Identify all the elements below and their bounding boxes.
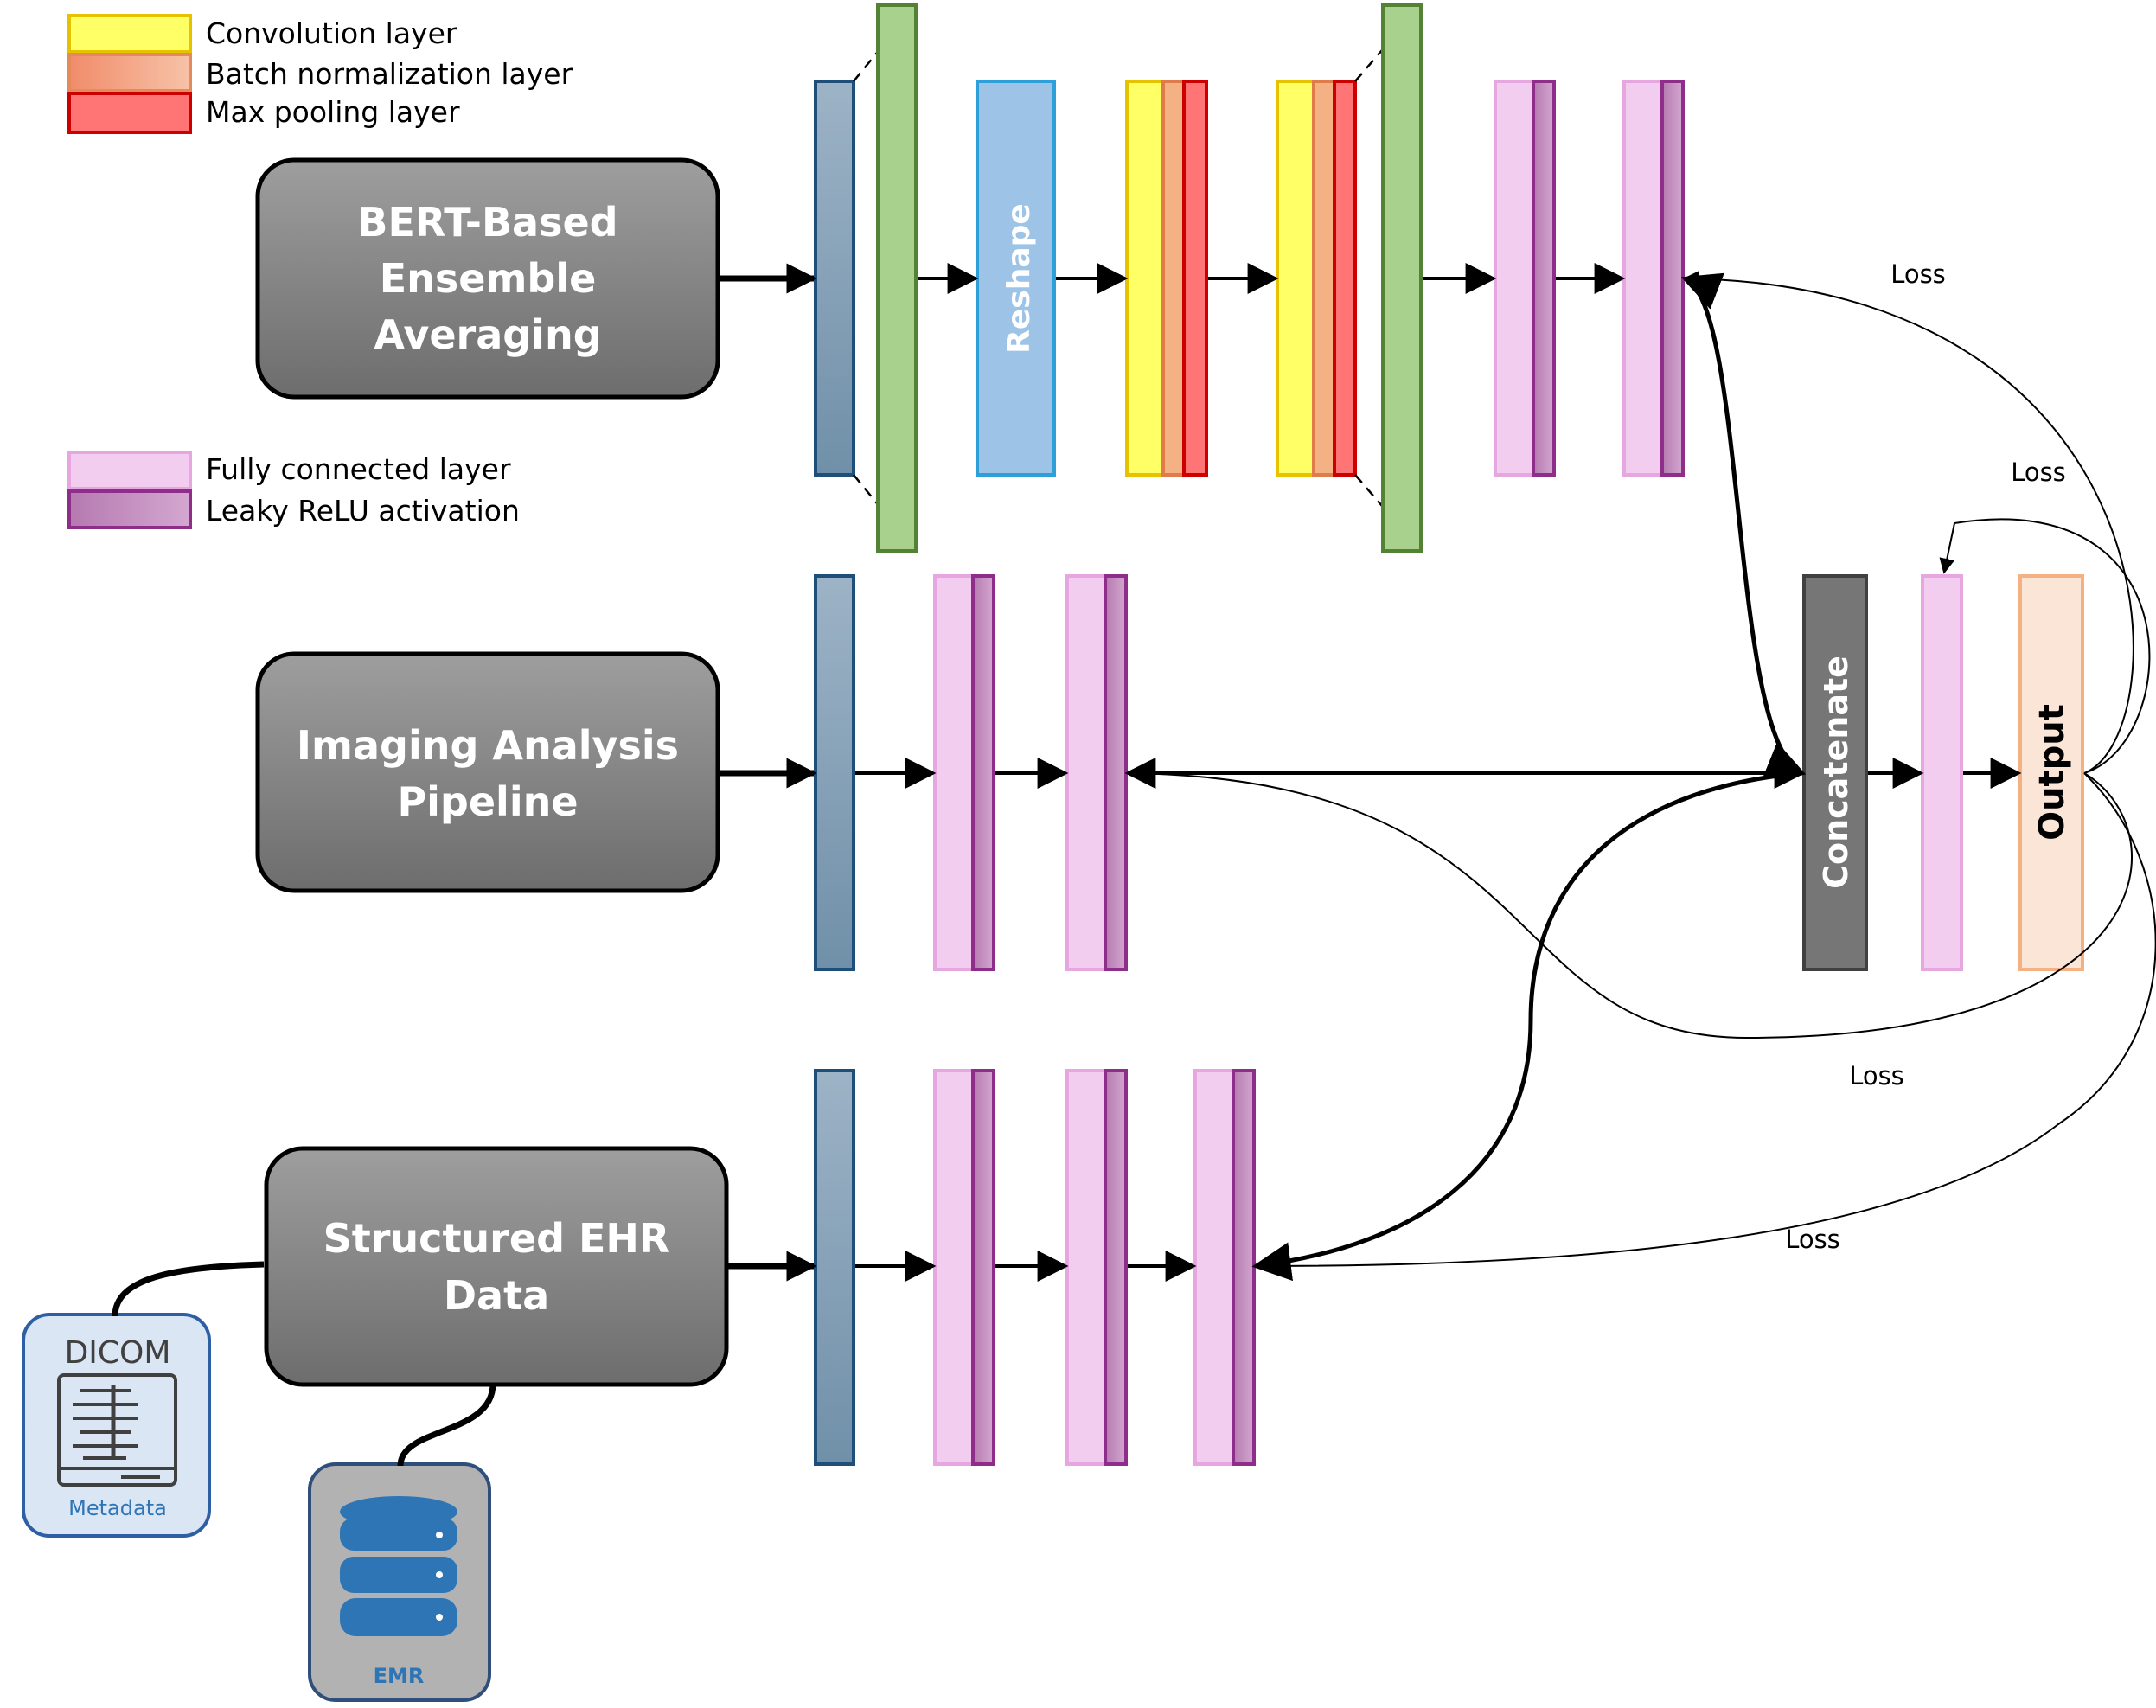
ehr-relu-layer-2 [1104, 1069, 1128, 1466]
output-label: Output [2032, 704, 2072, 841]
imaging-box: Imaging Analysis Pipeline [255, 651, 720, 893]
bert-fc-layer-1 [1494, 80, 1535, 477]
bert-title-line1: BERT-Based [357, 199, 617, 246]
bert-box: BERT-Based Ensemble Averaging [255, 157, 720, 400]
legend-bn-swatch [67, 53, 192, 93]
imaging-branch [814, 574, 1128, 971]
ehr-branch [814, 1069, 1256, 1466]
bert-title-line2: Ensemble [380, 255, 597, 302]
reshape-label: Reshape [1001, 203, 1037, 354]
bert-flatten-layer [1381, 3, 1423, 553]
legend-pool-label: Max pooling layer [206, 95, 460, 129]
bert-input-layer [814, 80, 855, 477]
emr-connector [397, 1383, 496, 1467]
imaging-title-line2: Pipeline [397, 778, 578, 825]
legend-conv-label: Convolution layer [206, 16, 457, 50]
bert-title-line3: Averaging [374, 311, 601, 358]
dicom-title: DICOM [65, 1335, 171, 1371]
loss-label-bert: Loss [1890, 259, 1946, 289]
bn-layer-1 [1161, 80, 1186, 477]
forward-arrows [720, 263, 2022, 1282]
reshape-layer [976, 80, 1056, 477]
loss-label-imaging: Loss [1849, 1061, 1904, 1091]
imaging-relu-layer-2 [1104, 574, 1128, 971]
concatenate-label: Concatenate [1817, 656, 1855, 889]
imaging-fc-layer-1 [933, 574, 975, 971]
legend-fc-swatch [67, 451, 192, 490]
pool-layer-1 [1182, 80, 1208, 477]
legend-conv-swatch [67, 14, 192, 54]
output-layer [2018, 574, 2084, 971]
loss-curves [1127, 271, 2156, 1267]
legend: Convolution layer Batch normalization la… [67, 14, 573, 529]
ehr-relu-layer-3 [1232, 1069, 1256, 1466]
pool-layer-2 [1333, 80, 1357, 477]
imaging-title-line1: Imaging Analysis [297, 722, 679, 769]
conv-layer-2 [1276, 80, 1315, 477]
ehr-fc-layer-3 [1193, 1069, 1235, 1466]
ehr-box: Structured EHR Data [264, 1146, 729, 1387]
conv-layer-1 [1125, 80, 1165, 477]
fusion-head: Concatenate Output [1802, 574, 2084, 971]
bert-relu-layer-1 [1532, 80, 1556, 477]
legend-relu-label: Leaky ReLU activation [206, 494, 520, 528]
imaging-fc-layer-2 [1065, 574, 1107, 971]
emr-caption: EMR [374, 1664, 425, 1688]
bert-relu-layer-2 [1660, 80, 1685, 477]
emr-database-icon: EMR [308, 1462, 491, 1702]
imaging-input-layer [814, 574, 855, 971]
legend-pool-swatch [67, 92, 192, 134]
legend-bn-label: Batch normalization layer [206, 57, 573, 91]
legend-fc-label: Fully connected layer [206, 452, 511, 486]
legend-relu-swatch [67, 489, 192, 529]
bert-fc-layer-2 [1622, 80, 1664, 477]
ehr-title-line1: Structured EHR [323, 1215, 670, 1262]
final-fc-layer [1921, 574, 1963, 971]
dicom-caption: Metadata [68, 1496, 167, 1520]
dicom-icon: DICOM Metadata [22, 1313, 211, 1538]
imaging-relu-layer-1 [971, 574, 995, 971]
loss-label-final: Loss [2011, 457, 2066, 487]
ehr-input-layer [814, 1069, 855, 1466]
bn-layer-2 [1312, 80, 1336, 477]
ehr-fc-layer-2 [1065, 1069, 1107, 1466]
ehr-relu-layer-1 [971, 1069, 995, 1466]
ehr-fc-layer-1 [933, 1069, 975, 1466]
bert-embedding-layer [876, 3, 918, 553]
loss-label-ehr: Loss [1785, 1225, 1840, 1254]
dicom-connector [112, 1261, 265, 1317]
ehr-title-line2: Data [444, 1272, 549, 1319]
